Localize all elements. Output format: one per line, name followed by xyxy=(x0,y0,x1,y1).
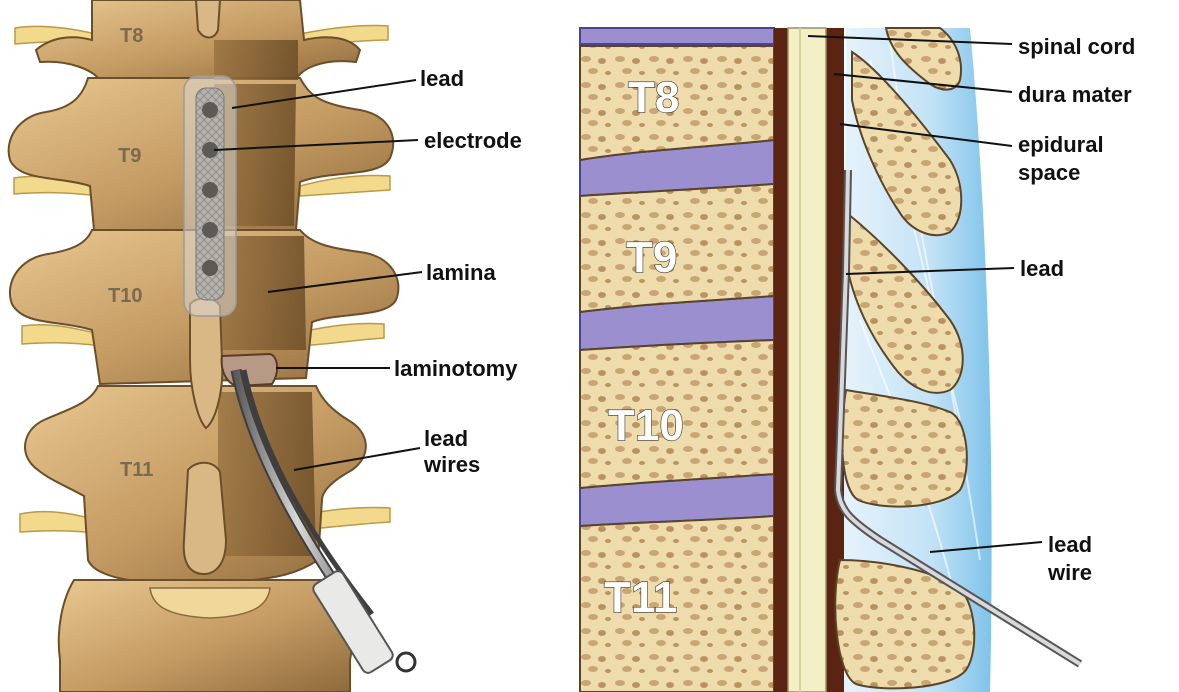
vertebra-label-t11: T11 xyxy=(120,459,153,481)
vertebra-label-t9-sagittal: T9 xyxy=(626,233,677,282)
vertebra-label-t11-sagittal: T11 xyxy=(604,573,677,622)
electrode-contact-3 xyxy=(202,182,218,198)
spinal-cord xyxy=(788,28,826,692)
callout-lead-wires-line2: wires xyxy=(423,452,480,477)
vertebra-label-t8-sagittal: T8 xyxy=(628,73,679,122)
callout-lead: lead xyxy=(420,66,464,91)
callout-laminotomy: laminotomy xyxy=(394,356,518,381)
sagittal-spine-illustration: T8 T9 T10 T11 xyxy=(580,28,1135,692)
callout-lead-sagittal: lead xyxy=(1020,256,1064,281)
stimulator-lead-paddle xyxy=(184,76,236,316)
vertebra-label-t9: T9 xyxy=(118,145,141,167)
callout-lamina: lamina xyxy=(426,260,496,285)
electrode-contact-1 xyxy=(202,102,218,118)
left-callouts: lead electrode lamina laminotomy lead wi… xyxy=(394,66,522,477)
callout-electrode: electrode xyxy=(424,128,522,153)
electrode-contact-4 xyxy=(202,222,218,238)
electrode-contact-5 xyxy=(202,260,218,276)
dura-mater-anterior xyxy=(774,28,788,692)
laminotomy-window xyxy=(222,354,277,386)
right-callouts: spinal cord dura mater epidural space le… xyxy=(1018,34,1135,585)
callout-lead-wire-line2: wire xyxy=(1047,560,1092,585)
callout-epidural-space-line2: space xyxy=(1018,160,1080,185)
vertebra-label-t10-sagittal: T10 xyxy=(608,401,684,450)
callout-lead-wires-line1: lead xyxy=(424,426,468,451)
posterior-spine-illustration: T8 T9 T10 T11 xyxy=(9,0,522,692)
vertebra-label-t8: T8 xyxy=(120,25,143,47)
vertebra-t12-posterior xyxy=(59,580,353,692)
callout-spinal-cord: spinal cord xyxy=(1018,34,1135,59)
callout-epidural-space-line1: epidural xyxy=(1018,132,1104,157)
callout-dura-mater: dura mater xyxy=(1018,82,1132,107)
vertebra-label-t10: T10 xyxy=(108,285,142,307)
callout-lead-wire-line1: lead xyxy=(1048,532,1092,557)
